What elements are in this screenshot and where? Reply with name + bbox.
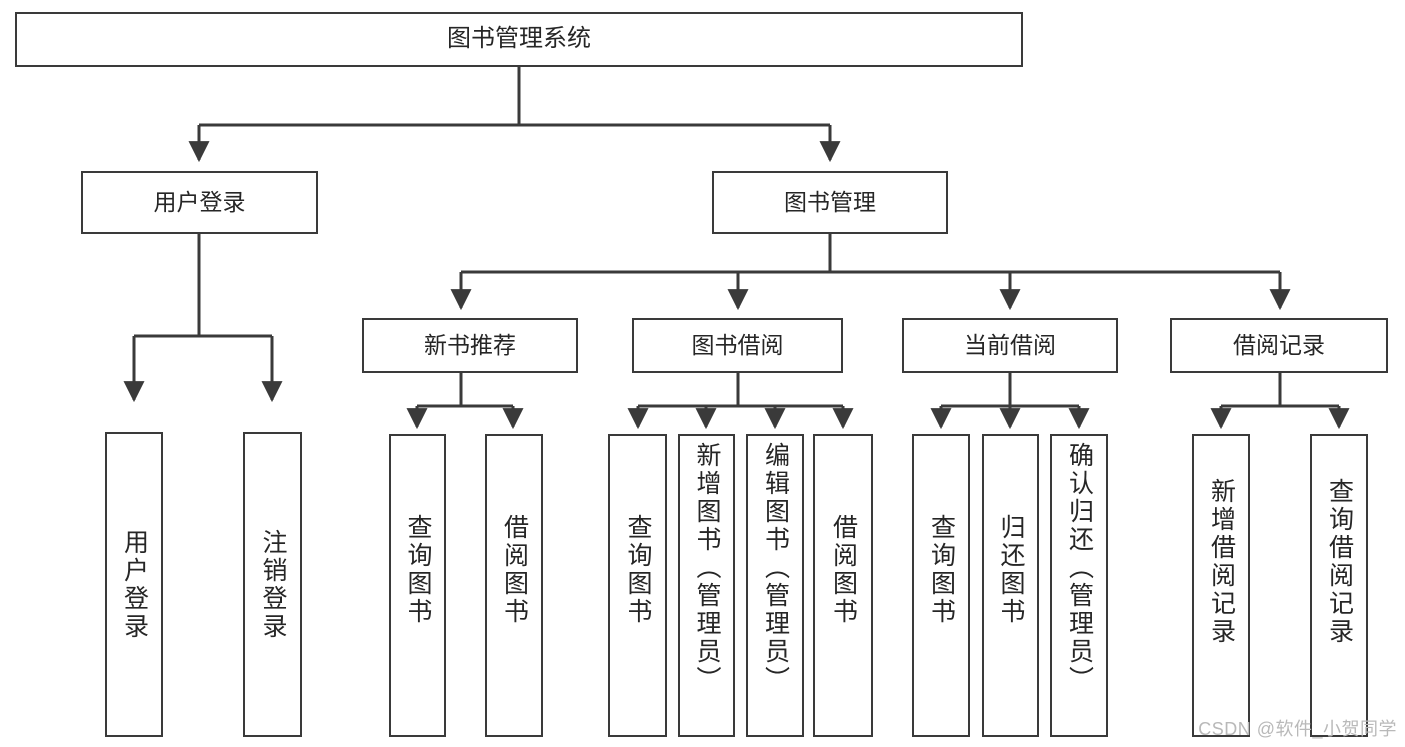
- leaf-book-borrow-query[interactable]: 查询图书: [608, 434, 667, 737]
- leaf-new-book-query-label: 查询图书: [404, 514, 432, 626]
- leaf-book-borrow-lend-label: 借阅图书: [829, 514, 858, 626]
- node-user-login-label: 用户登录: [153, 188, 246, 215]
- leaf-book-borrow-add-label: 新增图书（管理员）: [693, 442, 721, 694]
- node-root-system-label: 图书管理系统: [447, 25, 591, 53]
- leaf-current-borrow-query[interactable]: 查询图书: [912, 434, 970, 737]
- node-borrow-record[interactable]: 借阅记录: [1170, 318, 1388, 373]
- node-new-book-recommend[interactable]: 新书推荐: [362, 318, 578, 373]
- leaf-user-login-signin[interactable]: 用户登录: [105, 432, 163, 737]
- node-book-management-label: 图书管理: [784, 188, 876, 215]
- leaf-current-borrow-return-label: 归还图书: [997, 514, 1025, 626]
- node-current-borrow-label: 当前借阅: [964, 331, 1056, 358]
- leaf-borrow-record-add-label: 新增借阅记录: [1207, 478, 1236, 646]
- leaf-new-book-query[interactable]: 查询图书: [389, 434, 446, 737]
- leaf-current-borrow-return[interactable]: 归还图书: [982, 434, 1039, 737]
- leaf-book-borrow-edit-label: 编辑图书（管理员）: [761, 442, 790, 694]
- node-user-login[interactable]: 用户登录: [81, 171, 318, 234]
- leaf-borrow-record-query[interactable]: 查询借阅记录: [1310, 434, 1368, 737]
- node-book-borrow[interactable]: 图书借阅: [632, 318, 843, 373]
- node-book-borrow-label: 图书借阅: [691, 331, 784, 358]
- leaf-new-book-borrow-label: 借阅图书: [500, 514, 529, 626]
- leaf-user-login-signout[interactable]: 注销登录: [243, 432, 302, 737]
- leaf-new-book-borrow[interactable]: 借阅图书: [485, 434, 543, 737]
- leaf-borrow-record-add[interactable]: 新增借阅记录: [1192, 434, 1250, 737]
- leaf-user-login-signout-label: 注销登录: [259, 528, 287, 641]
- leaf-book-borrow-lend[interactable]: 借阅图书: [813, 434, 873, 737]
- leaf-current-borrow-confirm[interactable]: 确认归还（管理员）: [1050, 434, 1108, 737]
- leaf-book-borrow-query-label: 查询图书: [624, 514, 652, 626]
- leaf-user-login-signin-label: 用户登录: [120, 528, 149, 641]
- leaf-book-borrow-edit[interactable]: 编辑图书（管理员）: [746, 434, 804, 737]
- leaf-current-borrow-query-label: 查询图书: [927, 514, 956, 626]
- leaf-borrow-record-query-label: 查询借阅记录: [1325, 478, 1354, 646]
- leaf-current-borrow-confirm-label: 确认归还（管理员）: [1065, 442, 1094, 694]
- node-current-borrow[interactable]: 当前借阅: [902, 318, 1118, 373]
- leaf-book-borrow-add[interactable]: 新增图书（管理员）: [678, 434, 735, 737]
- node-borrow-record-label: 借阅记录: [1233, 331, 1325, 358]
- node-book-management[interactable]: 图书管理: [712, 171, 948, 234]
- node-root-system[interactable]: 图书管理系统: [15, 12, 1023, 67]
- node-new-book-recommend-label: 新书推荐: [424, 331, 516, 358]
